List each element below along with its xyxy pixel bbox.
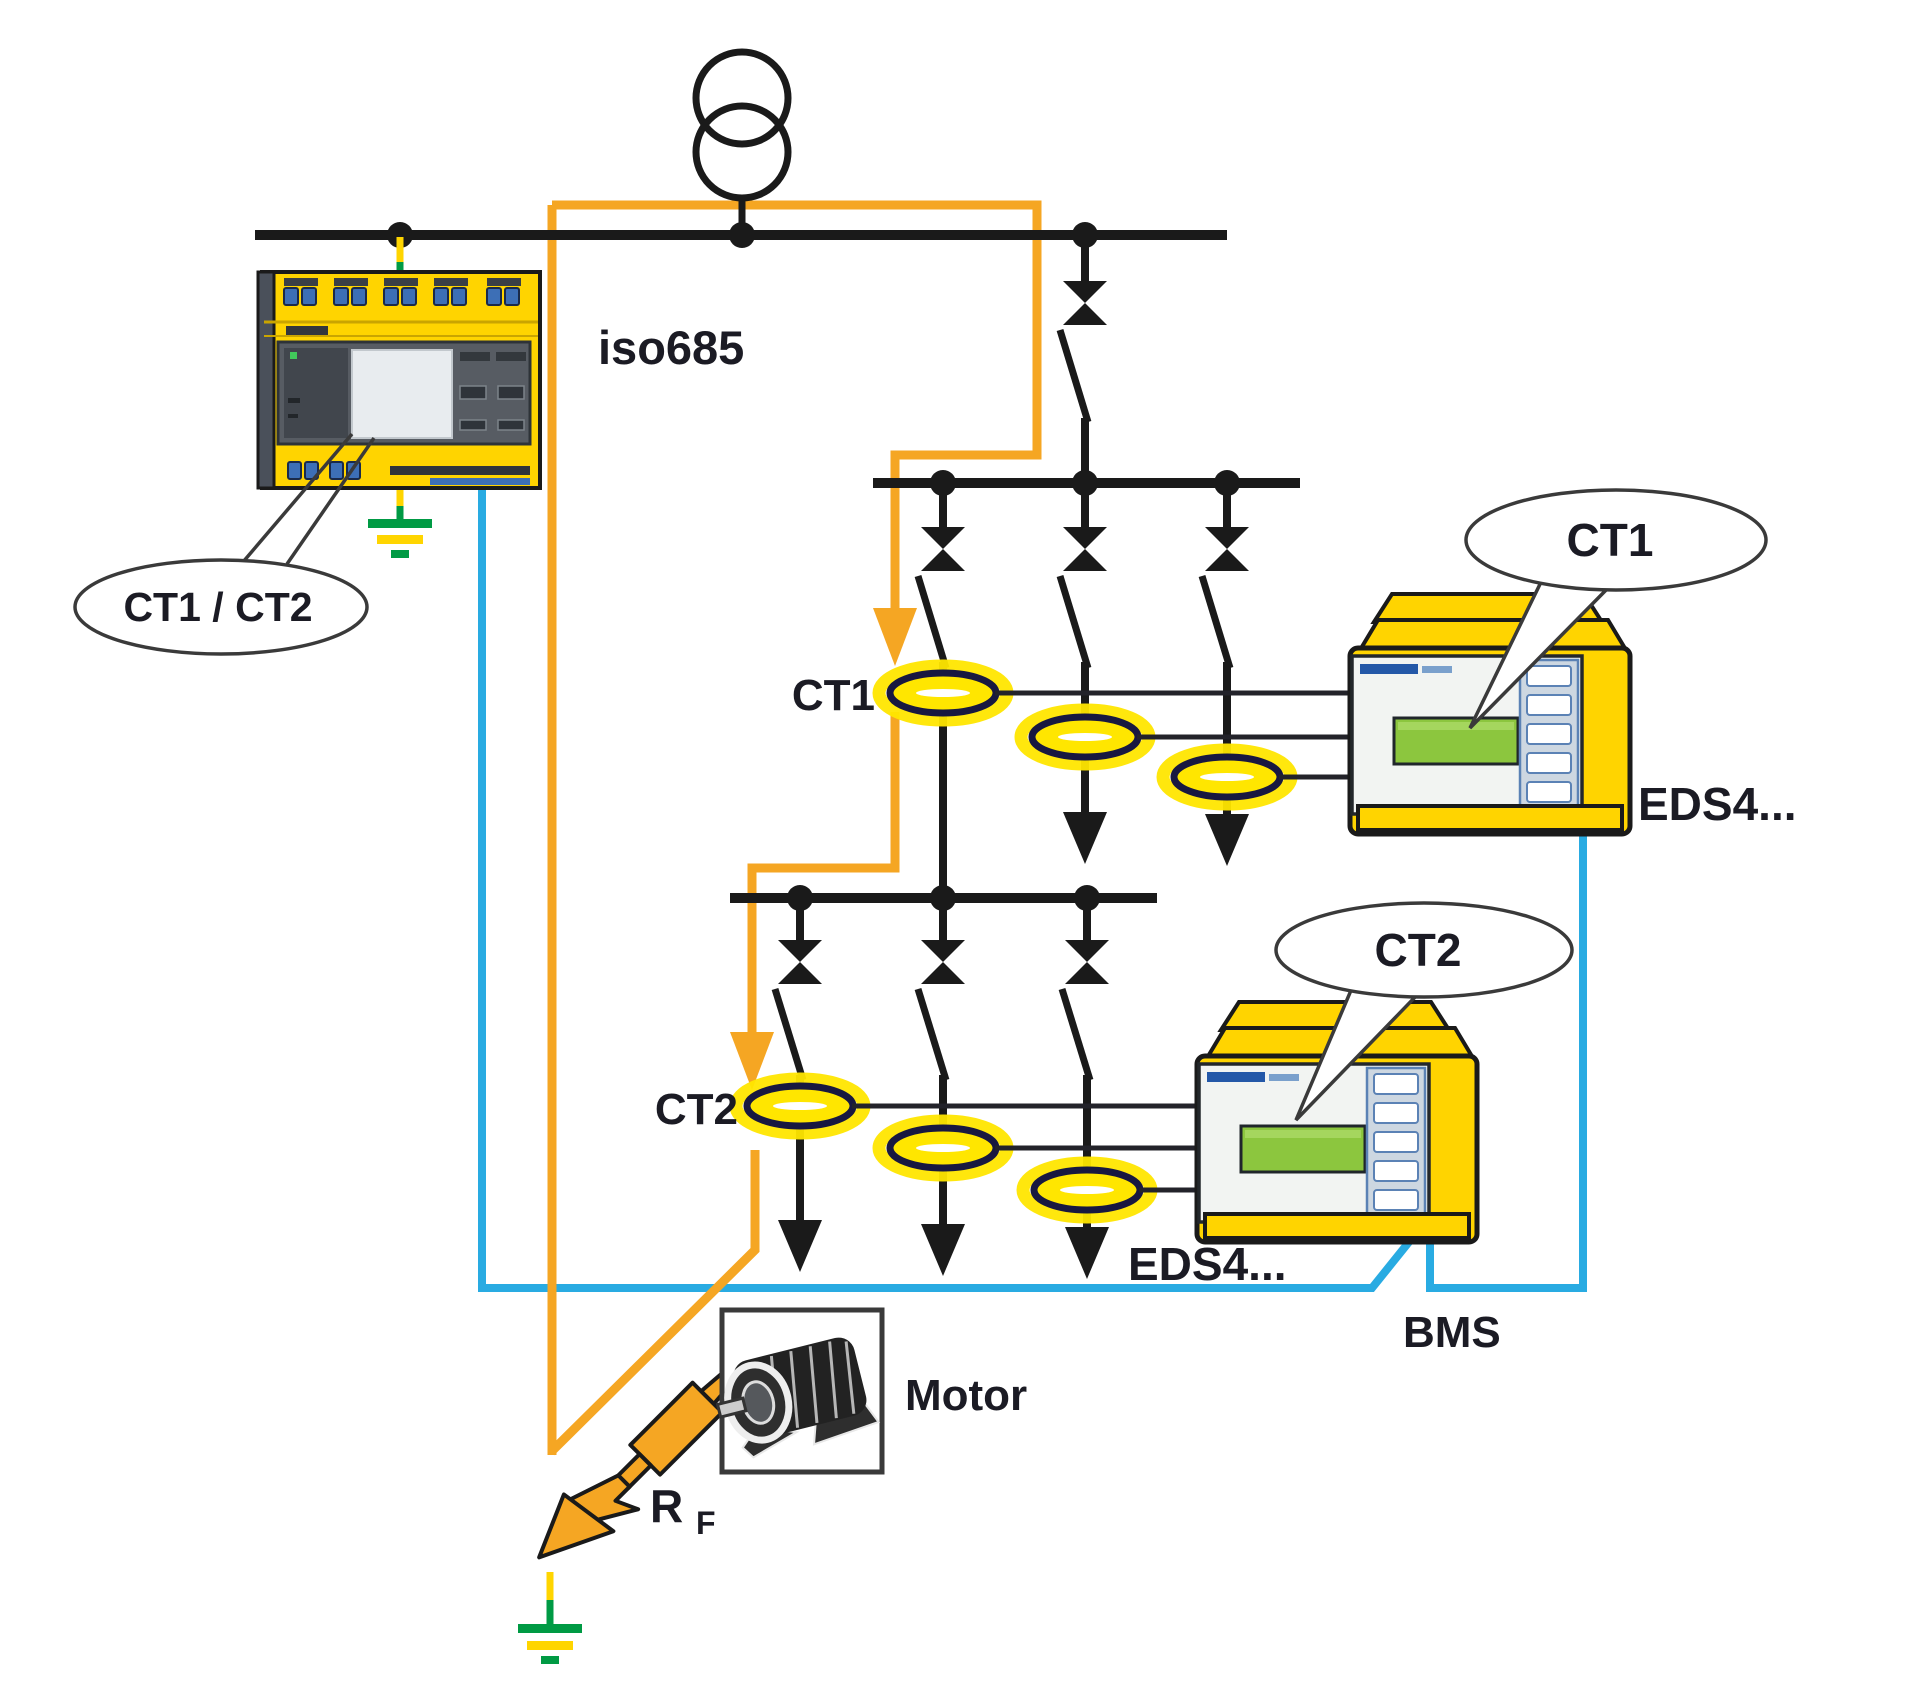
eds-bottom-lip	[1356, 804, 1624, 832]
eds-logo-bar	[1360, 664, 1418, 674]
diagram-labels: iso685 CT1 CT2 EDS4... EDS4... BMS Motor…	[598, 321, 1797, 1541]
measuring-lead-orange	[547, 200, 1042, 1456]
ct1-label: CT1	[792, 671, 875, 720]
iso685-label: iso685	[598, 321, 744, 374]
iso685-bottom-terminals	[287, 461, 530, 485]
eds2-callout-bubble: CT2	[1274, 901, 1574, 1122]
switch-blade	[1058, 987, 1094, 1082]
load-arrow	[1063, 812, 1107, 864]
rf-label-r: R	[650, 1480, 683, 1532]
bms-line-iso-to-eds2	[478, 470, 1421, 1292]
load-arrow	[1205, 814, 1249, 866]
ct-ring	[1014, 703, 1156, 771]
ct-ring	[872, 1114, 1014, 1182]
bms-bus-wiring	[478, 470, 1587, 1292]
switch-blade	[1056, 328, 1092, 424]
transformer-winding-1	[692, 48, 792, 148]
bms-line-eds2-to-eds1	[1426, 808, 1587, 1292]
iso-callout-bubble: CT1 / CT2	[73, 432, 376, 656]
eds2-label: EDS4...	[1128, 1238, 1287, 1290]
load-arrow	[778, 1220, 822, 1272]
switch-blade	[914, 574, 950, 670]
load-arrow	[1065, 1227, 1109, 1279]
iso685-top-terminals	[264, 278, 538, 337]
eds1-label: EDS4...	[1638, 778, 1797, 830]
eds1-callout-label: CT1	[1567, 514, 1654, 566]
iso685-logo-bar	[286, 326, 328, 335]
iso-callout-label: CT1 / CT2	[123, 584, 312, 630]
ct-ring	[872, 659, 1014, 727]
iso685-buttons	[459, 385, 525, 431]
lead-ct1-to-ct2	[747, 712, 900, 1034]
eds-logo-bar-2	[1422, 666, 1452, 673]
eds1-callout-bubble: CT1	[1464, 488, 1768, 730]
ground-icon-fault	[518, 1572, 582, 1664]
load-arrow	[921, 1224, 965, 1276]
motor-icon	[715, 1337, 881, 1459]
ct-ring	[729, 1072, 871, 1140]
iso685-led	[290, 352, 297, 359]
eds-lcd-glare	[1398, 722, 1514, 730]
lead-arrow-ct2	[730, 1032, 774, 1090]
iso685-front-panel	[276, 340, 532, 446]
lead-arrow-ct1	[873, 608, 917, 666]
lead-ct2-to-fault	[547, 1150, 760, 1456]
ct-secondary-lines	[852, 690, 1352, 1193]
switch-blade	[1198, 574, 1234, 670]
ct-ring	[1156, 743, 1298, 811]
iso685-device	[256, 270, 542, 490]
fault-arrow-head	[537, 1492, 616, 1560]
feeder-ct2-branch2	[914, 898, 965, 1276]
lead-top-to-ct1	[552, 200, 1042, 610]
transformer-winding-2	[692, 102, 792, 202]
ct-ring	[1016, 1156, 1158, 1224]
switch-blade	[771, 987, 807, 1082]
switch-blade	[914, 987, 950, 1082]
feeder-level1	[1056, 235, 1107, 483]
ground-icon-iso685	[368, 488, 432, 558]
rf-label-sub: F	[696, 1505, 716, 1541]
eds2-callout-label: CT2	[1375, 924, 1462, 976]
ct2-label: CT2	[655, 1085, 738, 1134]
eds-buttons	[1526, 665, 1572, 803]
switch-blade	[1056, 574, 1092, 670]
motor-label: Motor	[905, 1371, 1027, 1420]
motor-box	[715, 1307, 885, 1475]
iso685-side-edge	[256, 270, 276, 490]
feeder-ct1-branch2	[1056, 483, 1107, 864]
bms-label: BMS	[1403, 1308, 1501, 1357]
rf-label: R F	[650, 1480, 716, 1541]
iso685-display	[351, 349, 453, 439]
